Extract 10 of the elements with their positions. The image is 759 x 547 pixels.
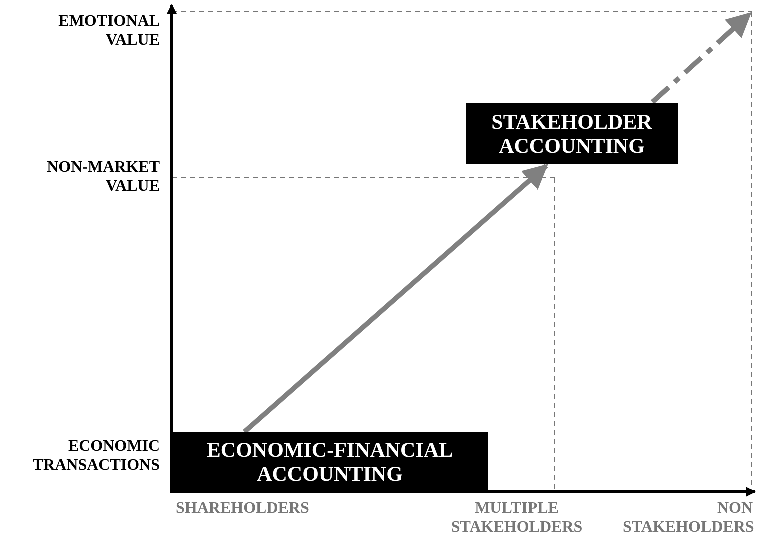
arrow: [650, 12, 752, 104]
process-box: STAKEHOLDER ACCOUNTING: [466, 103, 678, 164]
arrow: [243, 164, 548, 434]
axis-label: SHAREHOLDERS: [176, 499, 310, 518]
axis-label: EMOTIONAL VALUE: [58, 12, 160, 50]
process-box: ECONOMIC-FINANCIAL ACCOUNTING: [172, 432, 488, 492]
axis-label: NON STAKEHOLDERS: [623, 499, 753, 537]
axis-label: ECONOMIC TRANSACTIONS: [32, 437, 160, 475]
axis-label: MULTIPLE STAKEHOLDERS: [450, 499, 584, 537]
axis-label: NON-MARKET VALUE: [46, 158, 160, 196]
